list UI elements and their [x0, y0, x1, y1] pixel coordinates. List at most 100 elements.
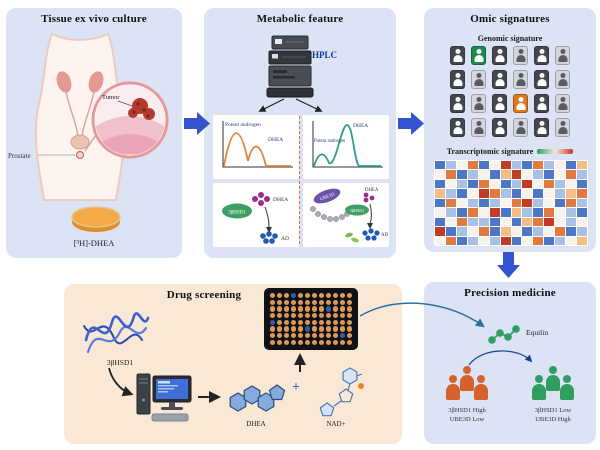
hplc-label: HPLC	[312, 50, 338, 60]
heatmap-cell	[467, 217, 478, 227]
green-curve	[313, 124, 381, 167]
heatmap-cell	[478, 208, 489, 217]
bladder-icon	[70, 134, 90, 150]
heatmap-cell	[577, 170, 587, 179]
genomic-person-icon	[471, 70, 486, 89]
plate-well	[346, 293, 352, 299]
genomic-person-icon	[492, 94, 507, 113]
heatmap-cell	[489, 227, 500, 236]
plate-well	[276, 306, 283, 312]
plate-well	[325, 299, 332, 305]
plate-well	[270, 333, 276, 339]
heatmap-cell	[435, 217, 445, 227]
genomic-person-icon	[534, 94, 549, 113]
plate-well	[339, 313, 346, 319]
plate-well	[297, 306, 304, 312]
axes	[312, 121, 383, 168]
well-grid	[270, 293, 352, 345]
omic-panel: Omic signatures Genomic signature Transc…	[424, 8, 596, 252]
enzyme-ellipse	[222, 203, 252, 219]
enzyme-label: 3βHSD1	[228, 211, 246, 216]
genomic-person-icon	[555, 118, 570, 137]
plate-well	[290, 313, 297, 319]
equilin-molecule-icon	[488, 325, 520, 344]
plate-well	[270, 319, 276, 325]
plate-well	[346, 326, 352, 332]
heatmap-cell	[566, 170, 577, 179]
plate-well	[318, 333, 325, 339]
plate-well	[339, 333, 346, 339]
heatmap-cell	[511, 217, 522, 227]
anatomy-illustration: Prostate Tumor	[8, 32, 169, 201]
plate-well	[276, 319, 283, 325]
heatmap-cell	[511, 198, 522, 208]
ad-label: AD	[381, 233, 389, 238]
plate-well	[290, 326, 297, 332]
heatmap-cell	[435, 170, 445, 179]
enzyme-label: 3βHSD1	[350, 208, 365, 213]
heatmap-cell	[478, 217, 489, 227]
genomic-person-icon	[471, 46, 486, 65]
heatmap-cell	[544, 227, 555, 236]
plate-well	[311, 339, 318, 345]
heatmap-cell	[544, 198, 555, 208]
plate-well	[332, 339, 339, 345]
heatmap-cell	[566, 236, 577, 245]
fragment-icon	[345, 232, 353, 238]
plate-well	[325, 319, 332, 325]
person-icon	[559, 375, 575, 401]
genomic-person-icon	[492, 118, 507, 137]
plate-well	[290, 306, 297, 312]
ad-label: AD	[281, 236, 289, 242]
heatmap-cell	[489, 208, 500, 217]
plate-well	[270, 306, 276, 312]
heatmap-cell	[467, 236, 478, 245]
plate-well	[297, 326, 304, 332]
heatmap-cell	[555, 161, 566, 170]
genomic-person-icon	[450, 70, 465, 89]
heatmap-cell	[445, 189, 456, 198]
heatmap-cell	[533, 179, 544, 189]
plate-well	[311, 293, 318, 299]
heatmap-cell	[478, 189, 489, 198]
plate-well	[346, 306, 352, 312]
heatmap-cell	[500, 198, 511, 208]
heatmap-cell	[511, 161, 522, 170]
heatmap-cell	[456, 227, 467, 236]
reaction-arrow	[369, 203, 372, 225]
heatmap-cell	[456, 198, 467, 208]
heatmap-cell	[555, 198, 566, 208]
dashed-divider	[299, 116, 300, 244]
plate-well	[304, 326, 311, 332]
heatmap-cell	[500, 170, 511, 179]
heatmap-cell	[467, 227, 478, 236]
heatmap-cell	[577, 189, 587, 198]
heatmap-cell	[500, 236, 511, 245]
transcriptomic-signature-label: Transcriptomic signature	[446, 147, 534, 156]
heatmap-cell	[489, 189, 500, 198]
heatmap-cell	[577, 227, 587, 236]
plate-well	[325, 313, 332, 319]
plate-well	[311, 319, 318, 325]
heatmap-cell	[478, 198, 489, 208]
plate-well	[346, 313, 352, 319]
person-icon	[473, 375, 489, 401]
person-icon	[445, 375, 461, 401]
heatmap-cell	[522, 198, 533, 208]
metabolic-panel: Metabolic feature HPLC Potent androgen D…	[204, 8, 396, 258]
plate-well	[283, 299, 290, 305]
genomic-person-icon	[534, 46, 549, 65]
heatmap-cell	[445, 217, 456, 227]
plate-well	[297, 293, 304, 299]
plate-well	[332, 319, 339, 325]
heatmap-cell	[522, 236, 533, 245]
heatmap-cell	[555, 179, 566, 189]
plate-well	[304, 313, 311, 319]
heatmap-cell	[544, 217, 555, 227]
omic-panel-title: Omic signatures	[470, 13, 550, 25]
plate-well	[290, 299, 297, 305]
heatmap-cell	[566, 217, 577, 227]
plate-well	[318, 319, 325, 325]
genomic-person-icon	[555, 94, 570, 113]
